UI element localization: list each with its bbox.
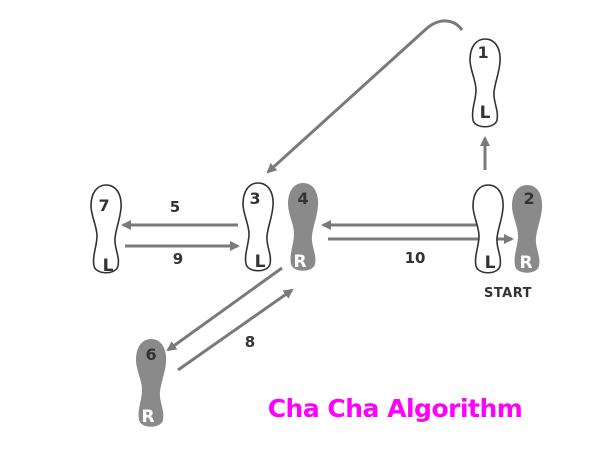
arrow-8 (177, 288, 294, 372)
footprint-2: 2 R (512, 185, 543, 273)
edge-label-10: 10 (405, 249, 426, 267)
step-number: 1 (477, 43, 488, 62)
arrows (121, 19, 514, 372)
foot-side-label: L (480, 103, 491, 123)
edge-label-9: 9 (173, 250, 183, 268)
start-label: START (484, 286, 532, 301)
foot-side-label: L (103, 256, 114, 276)
foot-side-label: L (255, 252, 266, 272)
foot-side-label: R (293, 252, 306, 272)
arrow-to-6 (166, 266, 283, 352)
step-number: 7 (98, 196, 109, 215)
foot-side-label: L (485, 253, 496, 273)
foot-side-label: R (141, 407, 154, 427)
edge-label-5: 5 (170, 198, 180, 216)
step-number: 6 (145, 345, 156, 364)
step-number: 4 (297, 189, 308, 208)
step-number: 3 (249, 189, 260, 208)
footprint-3: 3 L (242, 182, 274, 272)
arrow-1-to-3 (266, 19, 464, 174)
edge-label-8: 8 (245, 333, 255, 351)
footprint-start-left: L (472, 184, 504, 274)
footprint-1: 1 L (469, 38, 501, 128)
foot-side-label: R (519, 253, 532, 273)
footprint-7: 7 L (90, 184, 122, 276)
step-number: 2 (523, 189, 534, 208)
footprint-6: 6 R (136, 339, 167, 427)
footprint-4: 4 R (288, 183, 319, 272)
diagram-title: Cha Cha Algorithm (268, 394, 523, 423)
